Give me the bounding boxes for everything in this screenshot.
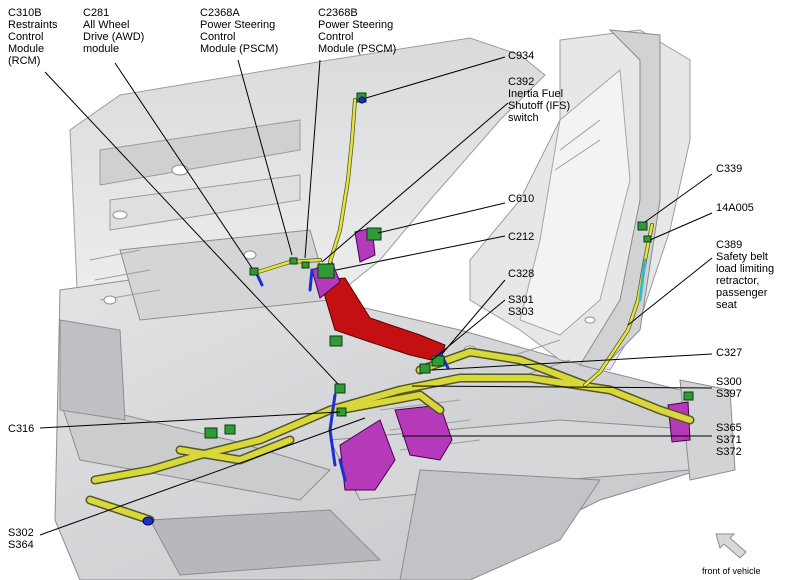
label-c610: C610 bbox=[508, 193, 535, 205]
label-s302-s364: S302 S364 bbox=[8, 527, 34, 551]
label-c328: C328 bbox=[508, 268, 535, 280]
callout-lines bbox=[39, 56, 713, 536]
front-arrow-icon bbox=[715, 533, 747, 559]
label-c2368b: C2368B Power Steering Control Module (PS… bbox=[318, 7, 397, 55]
label-14a005: 14A005 bbox=[716, 202, 754, 214]
label-c934: C934 bbox=[508, 50, 535, 62]
label-c212: C212 bbox=[508, 231, 535, 243]
label-c2368a: C2368A Power Steering Control Module (PS… bbox=[200, 7, 279, 55]
label-c389: C389 Safety belt load limiting retractor… bbox=[716, 239, 775, 311]
harness-main bbox=[85, 98, 695, 525]
magenta-connector-group bbox=[311, 227, 691, 491]
front-of-vehicle-label: front of vehicle bbox=[702, 566, 761, 576]
label-s300-s397: S300 S397 bbox=[716, 376, 742, 400]
label-c316: C316 bbox=[8, 423, 35, 435]
connectors bbox=[204, 92, 694, 439]
label-c281: C281 All Wheel Drive (AWD) module bbox=[83, 7, 145, 55]
label-c339: C339 bbox=[716, 163, 743, 175]
label-c310b: C310B Restraints Control Module (RCM) bbox=[8, 7, 58, 67]
harness-ends bbox=[142, 96, 366, 526]
vehicle-body bbox=[54, 29, 736, 580]
label-s365-s371-s372: S365 S371 S372 bbox=[716, 422, 742, 458]
label-c392: C392 Inertia Fuel Shutoff (IFS) switch bbox=[508, 76, 571, 124]
label-c327: C327 bbox=[716, 347, 743, 359]
label-s301-s303: S301 S303 bbox=[508, 294, 534, 318]
